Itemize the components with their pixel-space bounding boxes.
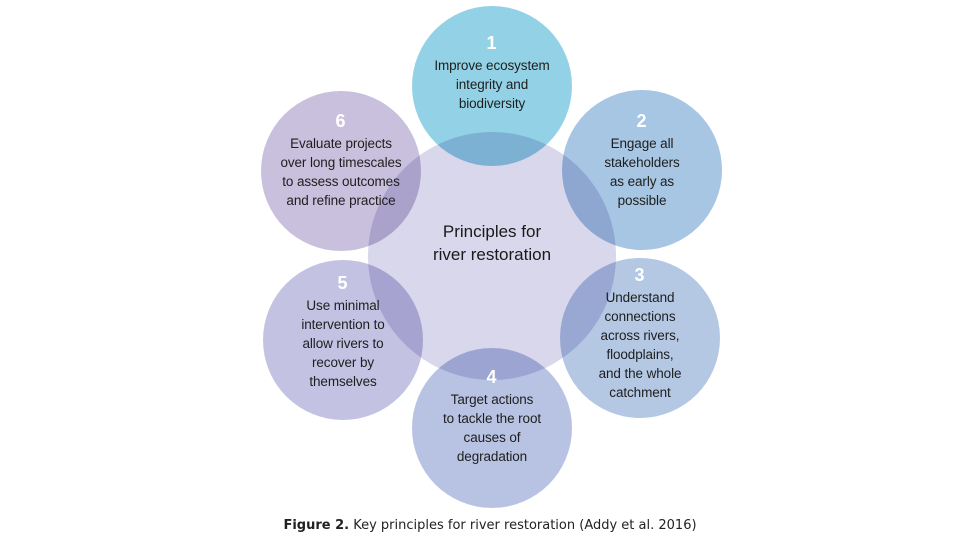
petal-text-line: possible — [617, 193, 667, 208]
petal-text-line: allow rivers to — [302, 336, 384, 351]
petal-label-1: 1 Improve ecosystem integrity and biodiv… — [434, 32, 549, 113]
petal-text-line: integrity and — [455, 77, 529, 92]
petal-number: 2 — [636, 111, 648, 131]
petal-text-line: connections — [604, 309, 676, 324]
petal-text-line: Target actions — [450, 392, 534, 407]
petal-text-line: across rivers, — [600, 328, 680, 343]
petal-text-line: intervention to — [301, 317, 385, 332]
petal-text-line: degradation — [456, 449, 528, 464]
petal-text-line: biodiversity — [458, 96, 526, 111]
petal-text-line: floodplains, — [606, 347, 674, 362]
petal-circle-1 — [412, 6, 572, 166]
petal-label-6: 6 Evaluate projects over long timescales… — [280, 110, 401, 210]
figure-caption-label: Figure 2. — [283, 518, 350, 533]
petal-number: 3 — [634, 265, 646, 285]
principles-diagram: Principles for river restoration 1 Impro… — [261, 6, 722, 508]
petal-text-line: Use minimal — [306, 298, 380, 313]
petal-text-line: and refine practice — [286, 193, 396, 208]
figure-caption: Figure 2. Key principles for river resto… — [0, 518, 980, 533]
center-label-line: river restoration — [432, 245, 552, 264]
petal-circle-2 — [562, 90, 722, 250]
petal-text-line: Understand — [605, 290, 675, 305]
petal-circle-5 — [263, 260, 423, 420]
petal-text-line: over long timescales — [280, 155, 402, 170]
petal-number: 5 — [337, 273, 349, 293]
petal-label-5: 5 Use minimal intervention to allow rive… — [301, 272, 384, 391]
petal-text-line: Evaluate projects — [290, 136, 392, 151]
petal-text-line: as early as — [609, 174, 675, 189]
petal-label-2: 2 Engage all stakeholders as early as po… — [604, 110, 679, 210]
petal-text-line: recover by — [311, 355, 375, 370]
figure-caption-text: Key principles for river restoration (Ad… — [349, 518, 697, 533]
petal-number: 1 — [486, 33, 498, 53]
petal-number: 6 — [335, 111, 347, 131]
center-label: Principles for river restoration — [402, 220, 582, 266]
petal-circle-3 — [560, 258, 720, 418]
petal-label-3: 3 Understand connections across rivers, … — [599, 264, 682, 402]
petal-text-line: to tackle the root — [442, 411, 542, 426]
petal-circle-6 — [261, 91, 421, 251]
petal-circle-4 — [412, 348, 572, 508]
petal-text-line: causes of — [463, 430, 521, 445]
petal-text-line: themselves — [309, 374, 377, 389]
petal-text-line: to assess outcomes — [282, 174, 400, 189]
petal-number: 4 — [486, 367, 498, 387]
petal-text-line: Engage all — [610, 136, 674, 151]
petal-text-line: and the whole — [598, 366, 682, 381]
petal-text-line: Improve ecosystem — [434, 58, 550, 73]
center-label-line: Principles for — [442, 222, 542, 241]
petal-text-line: catchment — [609, 385, 671, 400]
petal-text-line: stakeholders — [604, 155, 680, 170]
petal-label-4: 4 Target actions to tackle the root caus… — [443, 366, 541, 466]
